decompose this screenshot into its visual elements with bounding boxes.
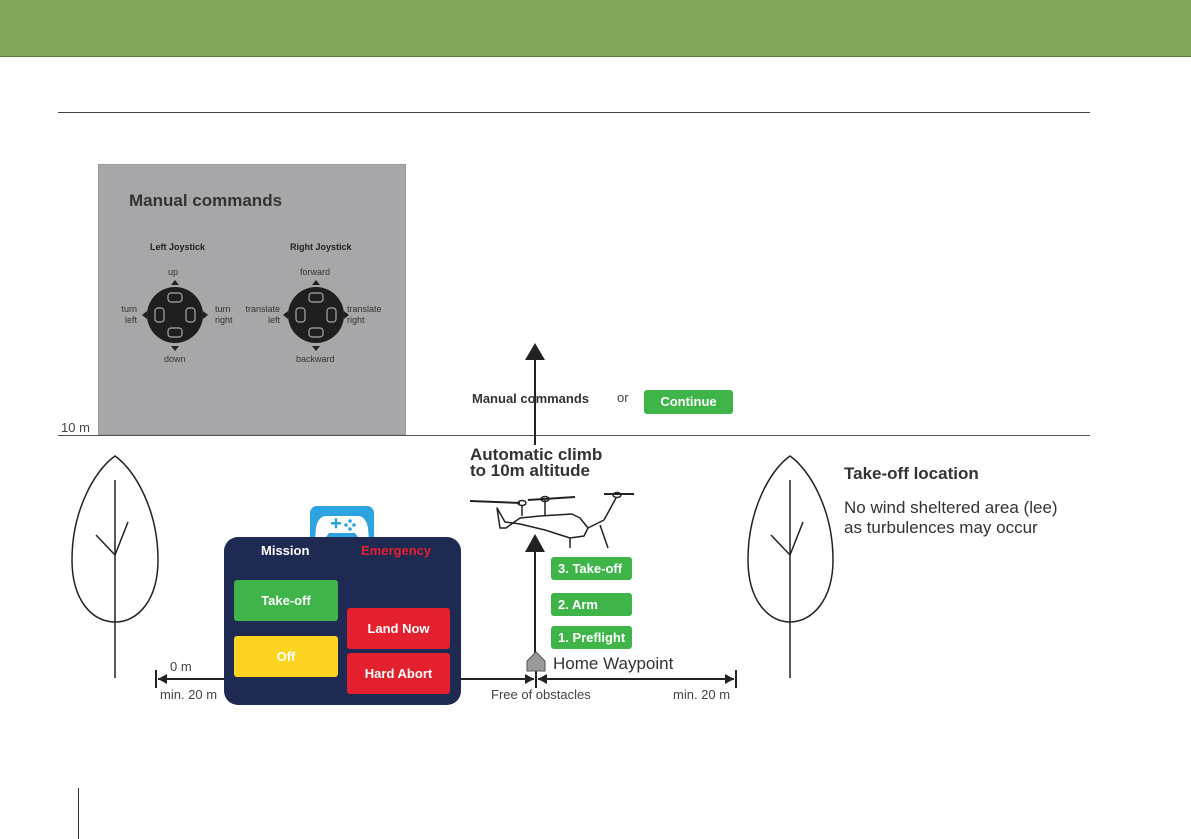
footer-divider <box>78 788 79 839</box>
step-takeoff-badge: 3. Take-off <box>551 557 632 580</box>
hard-abort-button[interactable]: Hard Abort <box>347 653 450 694</box>
left-joystick-right-label: turn right <box>215 304 233 325</box>
step-arm-badge: 2. Arm <box>551 593 632 616</box>
right-joystick-icon <box>283 280 349 351</box>
step-preflight-badge: 1. Preflight <box>551 626 632 649</box>
left-joystick-left-label: turn left <box>121 304 137 325</box>
distance-marker-left <box>155 670 228 688</box>
takeoff-location-title: Take-off location <box>844 464 979 483</box>
top-divider <box>58 112 1090 113</box>
free-of-obstacles-label: Free of obstacles <box>491 687 591 702</box>
left-joystick-up-label: up <box>168 267 179 277</box>
manual-commands-option: Manual commands <box>472 391 590 406</box>
automatic-climb-label: Automatic climb to 10m altitude <box>470 445 603 480</box>
drone-icon <box>469 491 634 549</box>
mission-heading: Mission <box>261 543 310 558</box>
right-joystick-left-label: translate left <box>245 304 280 325</box>
zero-meter-label: 0 m <box>170 659 192 674</box>
altitude-label: 10 m <box>61 420 90 435</box>
right-joystick-up-label: forward <box>300 267 331 277</box>
left-joystick-down-label: down <box>164 354 186 364</box>
climb-arrow-upper <box>525 343 545 445</box>
takeoff-location-description: No wind sheltered area (lee) as turbulen… <box>844 498 1058 537</box>
climb-arrow-lower <box>525 534 545 655</box>
left-joystick-title: Left Joystick <box>150 242 206 252</box>
tree-icon-right <box>747 455 834 678</box>
off-button[interactable]: Off <box>234 636 338 677</box>
takeoff-button[interactable]: Take-off <box>234 580 338 621</box>
land-now-button[interactable]: Land Now <box>347 608 450 649</box>
right-joystick-title: Right Joystick <box>290 242 352 252</box>
manual-commands-panel <box>98 164 406 435</box>
min-distance-right-label: min. 20 m <box>673 687 731 702</box>
gamepad-icon <box>315 516 369 540</box>
min-distance-left-label: min. 20 m <box>160 687 218 702</box>
emergency-heading: Emergency <box>361 543 432 558</box>
header-bar <box>0 0 1191 57</box>
tree-icon-left <box>71 455 159 678</box>
or-label: or <box>617 390 629 405</box>
manual-commands-title: Manual commands <box>129 191 283 210</box>
home-waypoint-label: Home Waypoint <box>553 654 674 673</box>
right-joystick-right-label: translate right <box>347 304 382 325</box>
home-waypoint-icon <box>526 651 546 672</box>
left-joystick-icon <box>142 280 208 351</box>
right-joystick-down-label: backward <box>296 354 335 364</box>
continue-button[interactable]: Continue <box>644 390 733 414</box>
distance-marker-right <box>461 670 737 688</box>
